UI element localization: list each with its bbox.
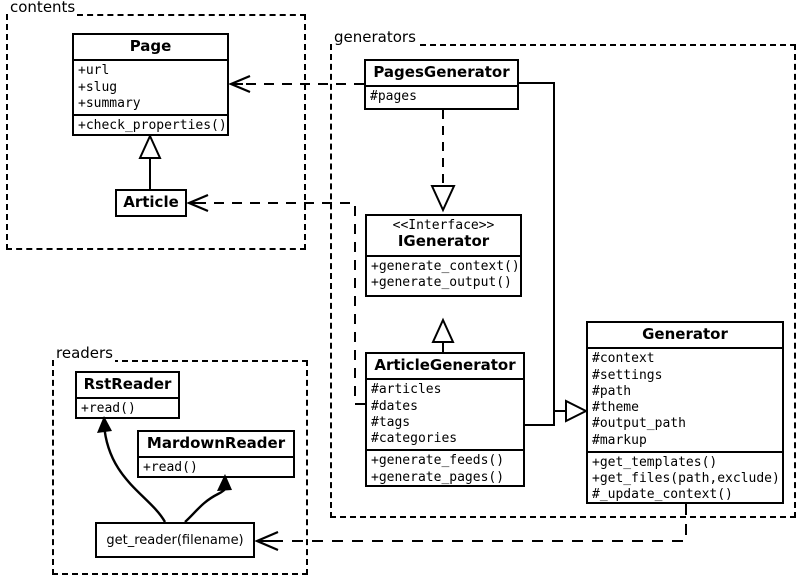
class-rst-reader[interactable]: RstReader +read()	[75, 371, 180, 419]
function-get-reader[interactable]: get_reader(filename)	[95, 522, 255, 558]
class-rst-reader-methods: +read()	[77, 397, 178, 419]
class-pages-generator[interactable]: PagesGenerator #pages	[364, 59, 519, 110]
link-pagesgenerator-uses-page	[228, 74, 364, 94]
class-article[interactable]: Article	[115, 189, 187, 217]
class-igenerator[interactable]: <<Interface>> IGenerator +generate_conte…	[365, 214, 522, 297]
method-row: +read()	[81, 401, 136, 417]
class-igenerator-title: <<Interface>> IGenerator	[367, 216, 520, 255]
class-generator-title: Generator	[642, 325, 728, 343]
package-readers	[52, 360, 308, 575]
attribute-row: +summary	[78, 95, 141, 111]
class-article-generator-title: ArticleGenerator	[374, 356, 516, 374]
attribute-row: +url	[78, 63, 110, 79]
method-row: +generate_context()	[371, 258, 520, 274]
attribute-row: #settings	[592, 367, 663, 383]
link-article-inherits-page	[138, 133, 162, 189]
class-mardown-reader-title: MardownReader	[146, 434, 286, 452]
package-contents-label: contents	[8, 0, 78, 16]
link-articlegenerator-uses-article	[186, 193, 365, 405]
package-generators	[330, 44, 796, 518]
attribute-row: +slug	[78, 79, 118, 95]
class-generator[interactable]: Generator #context #settings #path #them…	[586, 321, 784, 504]
link-get-reader-creates-mardownreader	[184, 474, 232, 523]
attribute-row: #pages	[370, 89, 417, 105]
class-article-generator-methods: +generate_feeds() +generate_pages()	[367, 449, 523, 488]
class-page-title: Page	[129, 37, 172, 55]
link-articlegenerator-realizes-igenerator	[431, 317, 455, 352]
class-pages-generator-title: PagesGenerator	[373, 63, 510, 81]
class-page-methods: +check_properties()	[74, 114, 227, 136]
class-igenerator-methods: +generate_context() +generate_output()	[367, 254, 520, 294]
attribute-row: #theme	[592, 400, 639, 415]
class-page-attributes: +url +slug +summary	[74, 59, 227, 114]
class-generator-attributes: #context #settings #path #theme #output_…	[588, 347, 782, 451]
package-generators-label: generators	[332, 28, 418, 46]
method-row: +check_properties()	[78, 118, 227, 133]
attribute-row: #markup	[592, 432, 647, 448]
class-article-generator-attributes: #articles #dates #tags #categories	[367, 378, 523, 449]
method-row: #_update_context()	[592, 487, 733, 503]
method-row: +generate_feeds()	[371, 453, 505, 469]
method-row: +generate_pages()	[371, 469, 505, 485]
attribute-row: #articles	[371, 382, 442, 398]
package-contents	[6, 14, 306, 250]
method-row: +generate_output()	[371, 274, 512, 290]
method-row: +get_files(path,exclude)	[592, 471, 780, 486]
class-igenerator-stereotype: <<Interface>>	[392, 218, 495, 233]
class-igenerator-name: IGenerator	[397, 232, 490, 251]
class-page[interactable]: Page +url +slug +summary +check_properti…	[72, 33, 229, 136]
link-generators-inherit-generator	[519, 82, 589, 426]
class-rst-reader-title: RstReader	[83, 375, 172, 393]
attribute-row: #categories	[371, 431, 458, 446]
class-article-generator[interactable]: ArticleGenerator #articles #dates #tags …	[365, 352, 525, 487]
attribute-row: #tags	[371, 414, 411, 430]
class-mardown-reader-methods: +read()	[139, 456, 293, 478]
class-generator-methods: +get_templates() +get_files(path,exclude…	[588, 450, 782, 506]
link-pagesgenerator-realizes-igenerator	[430, 110, 456, 213]
class-article-title: Article	[123, 193, 179, 211]
package-readers-label: readers	[54, 344, 115, 362]
attribute-row: #path	[592, 383, 632, 399]
method-row: +get_templates()	[592, 454, 718, 470]
attribute-row: #dates	[371, 398, 418, 414]
link-generator-uses-get-reader	[254, 504, 687, 552]
class-pages-generator-attributes: #pages	[366, 85, 517, 107]
attribute-row: #context	[592, 351, 655, 367]
link-get-reader-creates-rstreader	[97, 416, 167, 523]
class-mardown-reader[interactable]: MardownReader +read()	[137, 430, 295, 478]
method-row: +read()	[143, 460, 198, 476]
attribute-row: #output_path	[592, 416, 686, 432]
